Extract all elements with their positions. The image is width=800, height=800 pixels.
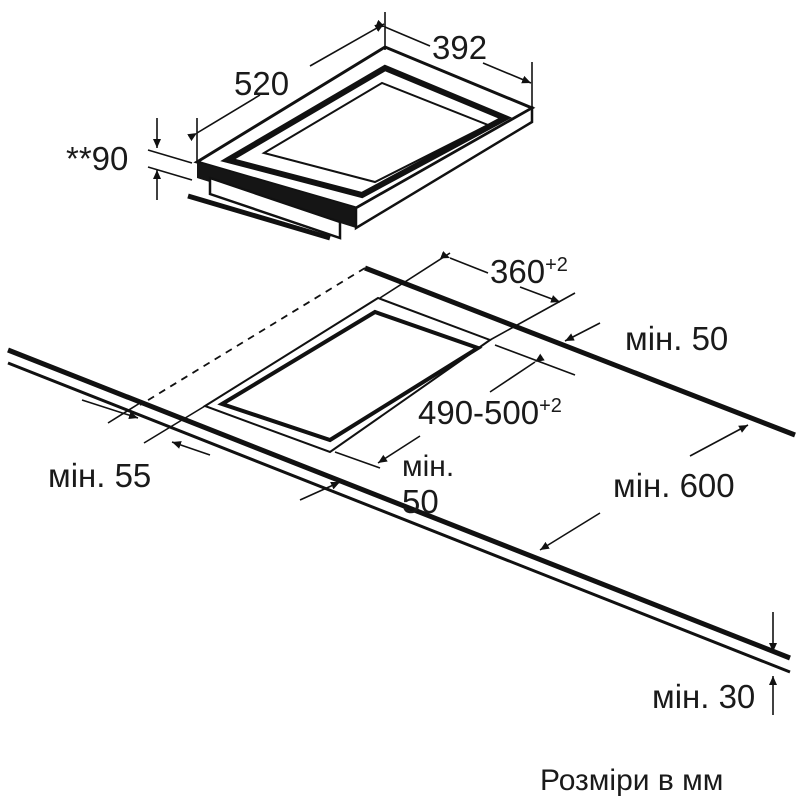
front-clearance-label-1: мін. bbox=[402, 450, 454, 483]
wall-distance-label: мін. 600 bbox=[613, 467, 735, 504]
dim-worktop-thickness: мін. 30 bbox=[652, 612, 777, 715]
worktop-front-top-edge bbox=[7, 347, 791, 661]
dim-cutout-width: 360+2 bbox=[379, 250, 576, 341]
side-clearance-label: мін. 55 bbox=[48, 457, 151, 494]
hob-appliance bbox=[187, 45, 536, 241]
cutout-depth-tolerance: +2 bbox=[539, 395, 562, 417]
cutout-width-value: 360 bbox=[490, 253, 545, 290]
dim-wall-distance: мін. 600 bbox=[539, 424, 749, 551]
dim-front-clearance: мін. 50 bbox=[299, 450, 454, 520]
worktop-front-bottom-edge bbox=[7, 361, 791, 674]
cutout-inner bbox=[217, 309, 483, 443]
dim-hob-height: **90 bbox=[66, 118, 193, 200]
cutout-depth-label: 490-500+2 bbox=[418, 394, 562, 431]
hob-side-edge bbox=[354, 105, 534, 231]
hob-inner-frame bbox=[220, 64, 512, 199]
hob-depth-label: 520 bbox=[234, 65, 289, 102]
hob-control-band bbox=[197, 162, 356, 228]
hob-base-line bbox=[187, 193, 331, 241]
hob-height-label: **90 bbox=[66, 140, 128, 177]
back-clearance-label: мін. 50 bbox=[625, 320, 728, 357]
hob-cooking-zone bbox=[261, 81, 491, 184]
dim-cutout-depth: 490-500+2 bbox=[334, 344, 576, 469]
worktop bbox=[7, 265, 796, 674]
dim-back-clearance: мін. 50 bbox=[564, 320, 728, 357]
units-note: Розміри в мм bbox=[540, 764, 723, 797]
worktop-side-hidden bbox=[139, 267, 366, 406]
worktop-thickness-label: мін. 30 bbox=[652, 678, 755, 715]
front-clearance-label-2: 50 bbox=[402, 483, 439, 520]
dim-side-clearance: мін. 55 bbox=[48, 399, 211, 494]
dim-hob-depth: 520 bbox=[187, 23, 385, 162]
hob-underside bbox=[208, 176, 342, 240]
cutout-width-tolerance: +2 bbox=[545, 254, 568, 276]
cutout-depth-value: 490-500 bbox=[418, 394, 539, 431]
hob-width-label: 392 bbox=[432, 29, 487, 66]
dim-hob-width: 392 bbox=[375, 12, 533, 108]
cutout-width-label: 360+2 bbox=[490, 253, 568, 290]
worktop-back-edge bbox=[364, 265, 796, 438]
